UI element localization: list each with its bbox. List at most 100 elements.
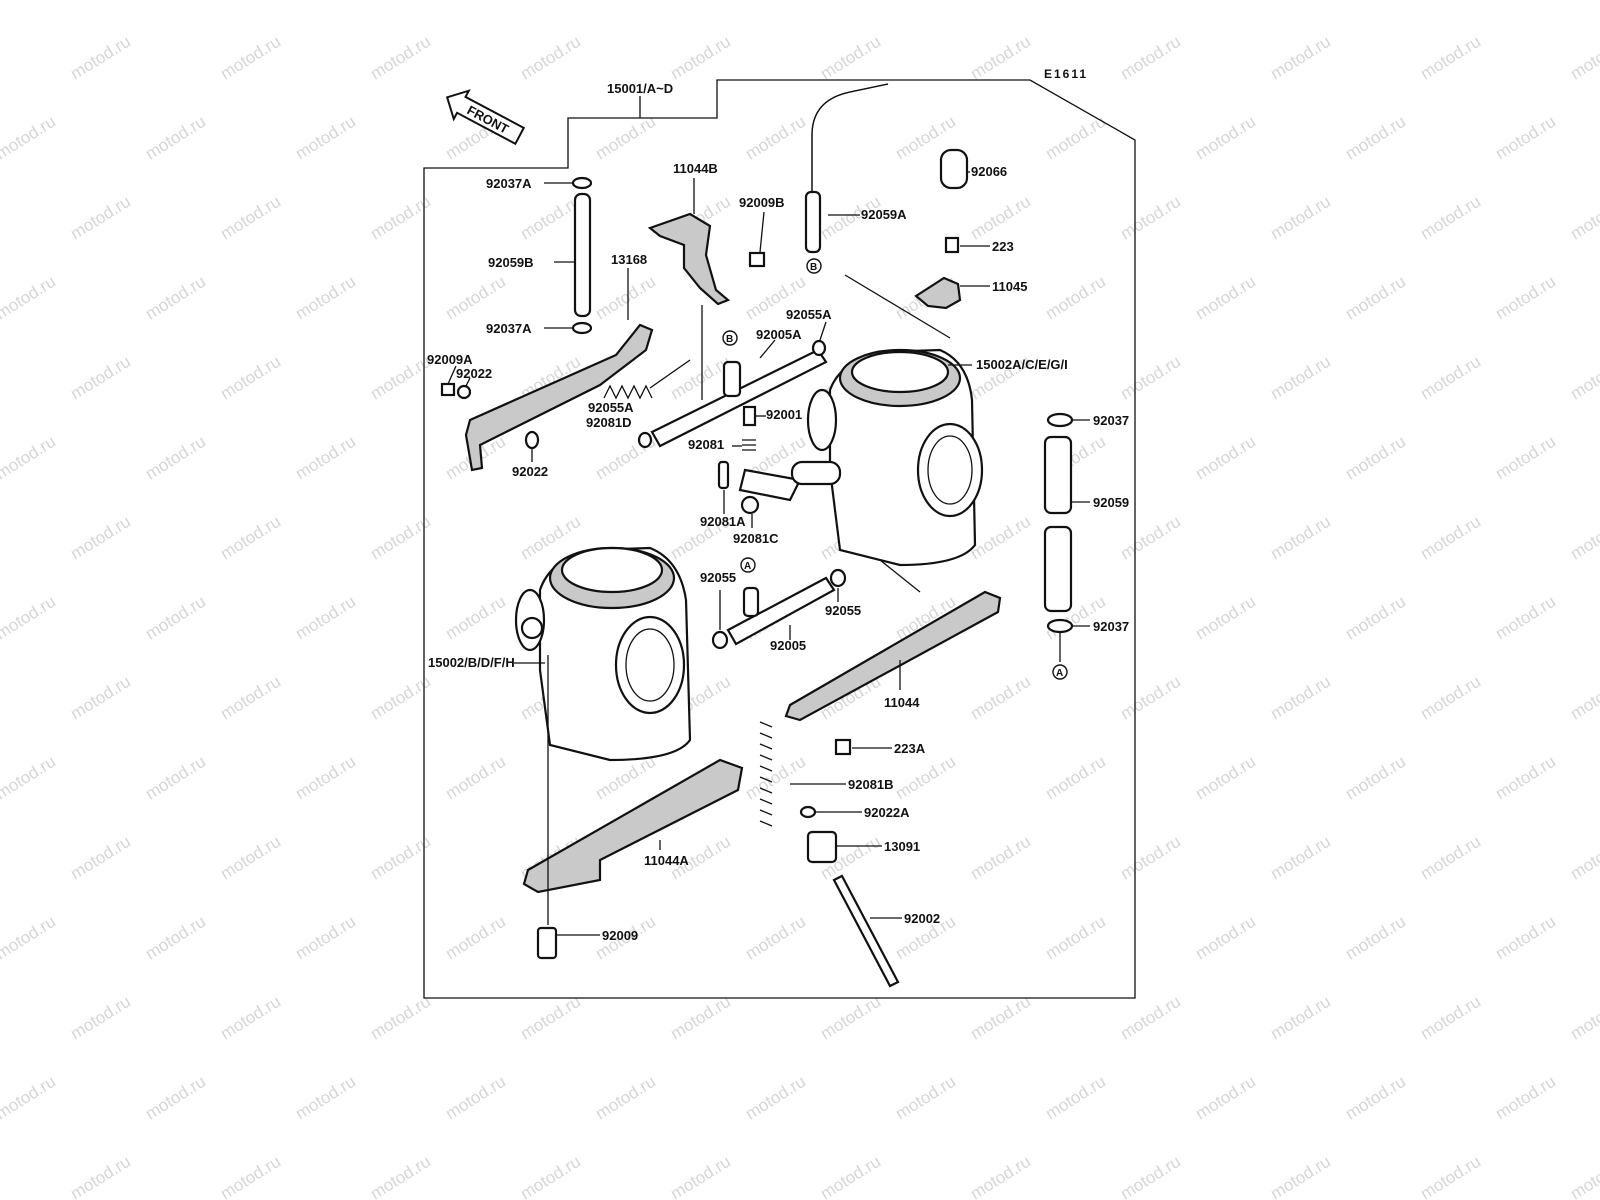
watermark-text: motod.ru xyxy=(742,0,809,3)
watermark-text: motod.ru xyxy=(1342,272,1409,324)
watermark-text: motod.ru xyxy=(67,992,134,1044)
watermark-text: motod.ru xyxy=(1492,592,1559,644)
label-92081: 92081 xyxy=(688,437,724,452)
label-92066: 92066 xyxy=(971,164,1007,179)
watermark-text: motod.ru xyxy=(1042,272,1109,324)
carburetor-15002a xyxy=(790,348,984,593)
watermark-text: motod.ru xyxy=(1192,272,1259,324)
label-15002b: 15002/B/D/F/H xyxy=(428,655,515,670)
label-223: 223 xyxy=(992,239,1014,254)
watermark-text: motod.ru xyxy=(742,112,809,164)
watermark-text: motod.ru xyxy=(1117,32,1184,84)
watermark-text: motod.ru xyxy=(592,1072,659,1124)
hose-92059b xyxy=(573,192,592,318)
hose-bent-inner xyxy=(811,83,889,195)
label-11044: 11044 xyxy=(884,695,920,710)
watermark-text: motod.ru xyxy=(1267,672,1334,724)
part-labels: 92037A 92059B 92037A 92009A 92022 92022 … xyxy=(427,161,1129,943)
svg-text:A: A xyxy=(1056,668,1063,679)
watermark-text: motod.ru xyxy=(142,112,209,164)
watermark-text: motod.ru xyxy=(0,912,59,964)
watermark-text: motod.ru xyxy=(667,32,734,84)
watermark-text: motod.ru xyxy=(1342,112,1409,164)
oring-92055-right xyxy=(829,568,847,588)
bracket-11045 xyxy=(914,276,962,310)
label-92037a-mid: 92037A xyxy=(486,321,532,336)
label-92055a-mid: 92055A xyxy=(588,400,634,415)
watermark-text: motod.ru xyxy=(0,752,59,804)
label-11044a: 11044A xyxy=(644,853,689,868)
spring-92081b xyxy=(759,721,773,827)
watermark-text: motod.ru xyxy=(1492,272,1559,324)
watermark-text: motod.ru xyxy=(292,1072,359,1124)
watermark-text: motod.ru xyxy=(1417,1152,1484,1200)
watermark-text: motod.ru xyxy=(1267,32,1334,84)
watermark-text: motod.ru xyxy=(292,272,359,324)
watermark-text: motod.ru xyxy=(1342,432,1409,484)
label-92055a-top: 92055A xyxy=(786,307,832,322)
watermark-text: motod.ru xyxy=(367,32,434,84)
label-92005: 92005 xyxy=(770,638,806,653)
watermark-text: motod.ru xyxy=(442,592,509,644)
watermark-text: motod.ru xyxy=(1042,912,1109,964)
watermark-text: motod.ru xyxy=(1567,192,1600,244)
bracket-link xyxy=(738,468,802,502)
watermark-text: motod.ru xyxy=(1117,672,1184,724)
watermark-text: motod.ru xyxy=(1417,832,1484,884)
svg-text:B: B xyxy=(726,334,733,345)
watermark-text: motod.ru xyxy=(1492,112,1559,164)
cap-92066 xyxy=(939,148,969,190)
watermark-text: motod.ru xyxy=(967,32,1034,84)
label-15002a: 15002A/C/E/G/I xyxy=(976,357,1068,372)
watermark-text: motod.ru xyxy=(367,1152,434,1200)
watermark-text: motod.ru xyxy=(1492,912,1559,964)
watermark-text: motod.ru xyxy=(892,1072,959,1124)
watermark-text: motod.ru xyxy=(1342,912,1409,964)
label-92022a: 92022A xyxy=(864,805,910,820)
washer-92022a xyxy=(799,805,817,819)
screw-92001 xyxy=(742,405,757,427)
watermark-text: motod.ru xyxy=(517,32,584,84)
watermark-text: motod.ru xyxy=(817,992,884,1044)
watermark-text: motod.ru xyxy=(67,32,134,84)
label-92022-a: 92022 xyxy=(456,366,492,381)
spring-92081 xyxy=(742,439,756,451)
watermark-text: motod.ru xyxy=(1342,1072,1409,1124)
watermark-text: motod.ru xyxy=(0,0,59,3)
bracket-11044b xyxy=(647,212,731,306)
watermark-text: motod.ru xyxy=(142,1072,209,1124)
carburetor-15002b xyxy=(514,546,692,762)
watermark-text: motod.ru xyxy=(292,112,359,164)
label-11045: 11045 xyxy=(992,279,1027,294)
label-92002: 92002 xyxy=(904,911,940,926)
assembly-label: 15001/A~D xyxy=(607,81,673,96)
watermark-text: motod.ru xyxy=(0,592,59,644)
screw-92009a xyxy=(440,382,456,397)
label-92037-top: 92037 xyxy=(1093,413,1129,428)
watermark-text: motod.ru xyxy=(1267,352,1334,404)
pipe-92005 xyxy=(726,576,836,646)
label-92001: 92001 xyxy=(766,407,802,422)
spring-wire xyxy=(649,359,691,389)
watermark-text: motod.ru xyxy=(1267,512,1334,564)
watermark-text: motod.ru xyxy=(742,752,809,804)
watermark-text: motod.ru xyxy=(217,192,284,244)
watermark-text: motod.ru xyxy=(142,752,209,804)
clip-92037a-mid xyxy=(571,321,593,335)
watermark-text: motod.ru xyxy=(1417,32,1484,84)
watermark-text: motod.ru xyxy=(0,1072,59,1124)
watermark-text: motod.ru xyxy=(0,112,59,164)
watermark-text: motod.ru xyxy=(217,832,284,884)
watermark-text: motod.ru xyxy=(1192,112,1259,164)
watermark-text: motod.ru xyxy=(592,272,659,324)
plate-11044a xyxy=(522,758,744,894)
label-92081a: 92081A xyxy=(700,514,746,529)
watermark-text: motod.ru xyxy=(292,432,359,484)
washer-92022-a xyxy=(456,384,472,400)
clip-92037-bot xyxy=(1046,618,1074,634)
watermark-text: motod.ru xyxy=(217,352,284,404)
label-92081c: 92081C xyxy=(733,531,779,546)
oring-92055a-mid xyxy=(637,431,653,449)
label-92037-bot: 92037 xyxy=(1093,619,1129,634)
